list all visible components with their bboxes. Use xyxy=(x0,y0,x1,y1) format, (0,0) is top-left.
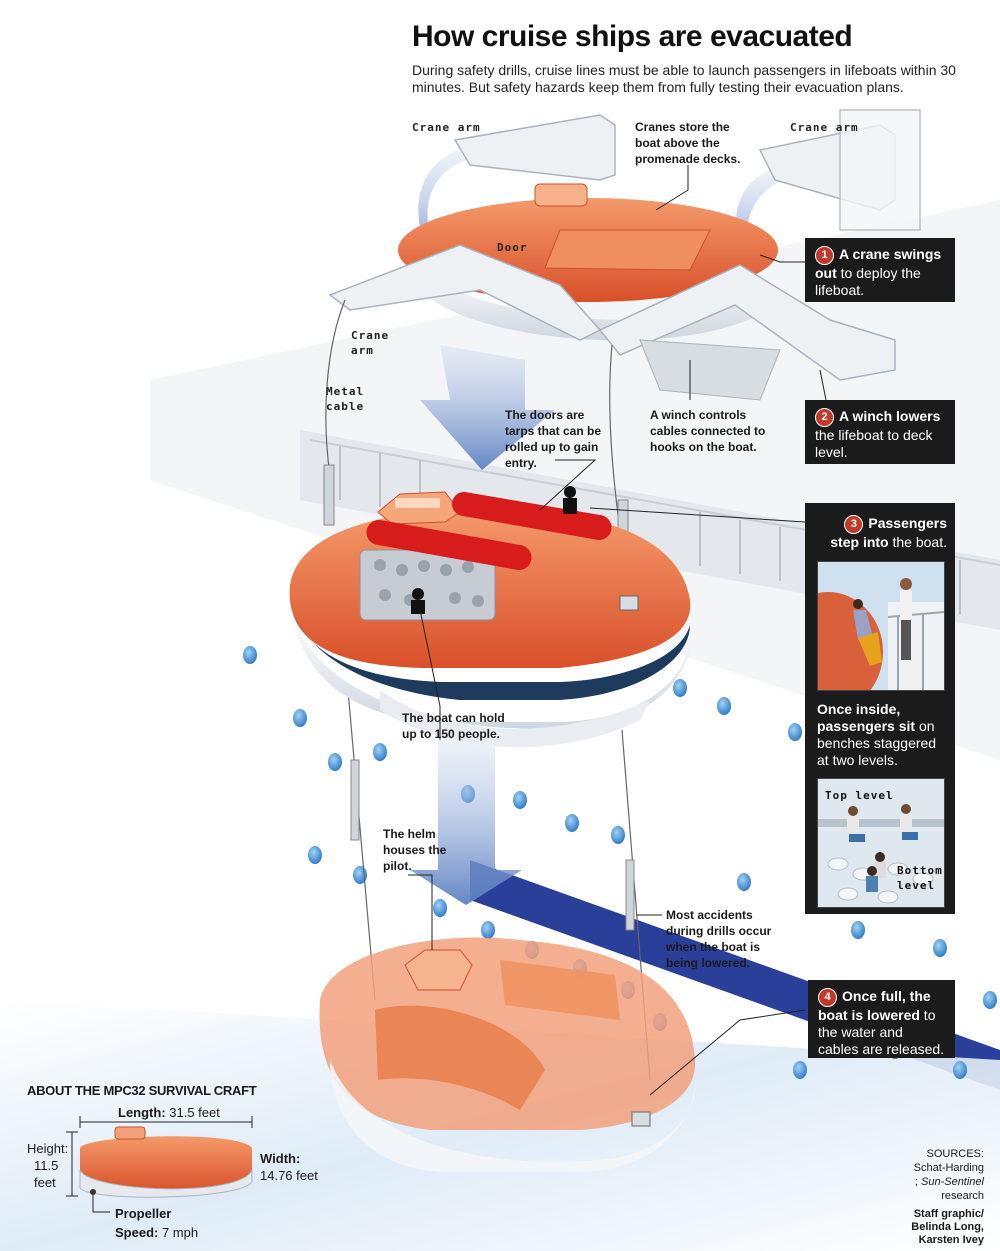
height-label: Height: xyxy=(27,1141,69,1156)
credit-line2: Belinda Long, xyxy=(911,1221,984,1233)
sources-line2-italic: Sun-Sentinel xyxy=(921,1176,984,1188)
sources-line1: Schat-Harding xyxy=(913,1162,984,1174)
width-label: Width: xyxy=(260,1151,301,1166)
page-title: How cruise ships are evacuated xyxy=(412,20,853,53)
crane-arm-label-mid-1: Crane xyxy=(351,329,390,342)
speed-value: 7 mph xyxy=(158,1225,199,1240)
step-4-text: to the water and cables are released. xyxy=(818,1007,945,1057)
sources-line2-pre: ; xyxy=(914,1176,921,1188)
top-level-label: Top level xyxy=(825,789,894,802)
step-2-text: the lifeboat to deck level. xyxy=(815,427,933,460)
height-value-2: feet xyxy=(34,1175,56,1190)
inside-bold: Once inside, passengers sit xyxy=(817,701,916,734)
metal-cable-label-2: cable xyxy=(326,400,365,413)
crane-arm-label-left: Crane arm xyxy=(412,121,481,134)
credit-line1: Staff graphic/ xyxy=(913,1208,984,1220)
speed-spec: Speed: 7 mph xyxy=(115,1224,198,1241)
sources-line2: ; Sun-Sentinel xyxy=(914,1175,984,1189)
bottom-level-label-1: Bottom xyxy=(897,864,943,877)
winch-controls-label: A winch controls cables connected to hoo… xyxy=(650,408,766,454)
step-3-number: 3 xyxy=(844,515,864,534)
boat-capacity-label: The boat can hold up to 150 people. xyxy=(402,711,505,741)
speed-label: Speed: xyxy=(115,1225,159,1240)
height-value-1: 11.5 xyxy=(34,1158,59,1173)
crane-arm-label-right: Crane arm xyxy=(790,121,859,134)
inside-rest: on benches staggered at two levels. xyxy=(817,718,937,768)
accidents-label: Most accidents during drills occur when … xyxy=(666,908,772,970)
step-2-bold: A winch lowers xyxy=(839,408,941,424)
metal-cable-label-1: Metal xyxy=(326,385,365,398)
length-label: Length: xyxy=(118,1105,166,1120)
step-4-number: 4 xyxy=(818,988,837,1007)
propeller-label: Propeller xyxy=(115,1206,172,1221)
sources-heading: SOURCES: xyxy=(926,1148,984,1160)
step-2-callout: 2 A winch lowers the lifeboat to deck lev… xyxy=(805,400,955,464)
page-subtitle: During safety drills, cruise lines must … xyxy=(412,62,956,95)
doors-tarps-label: The doors are tarps that can be rolled u… xyxy=(505,408,602,470)
step-4-bold: Once full, the boat is lowered xyxy=(818,988,931,1023)
credit-line3: Karsten Ivey xyxy=(918,1234,984,1246)
step-2-number: 2 xyxy=(815,408,834,427)
boarding-photo xyxy=(817,561,945,691)
about-heading: ABOUT THE MPC32 SURVIVAL CRAFT xyxy=(27,1083,257,1098)
length-value: 31.5 feet xyxy=(165,1105,220,1120)
crane-arm-label-mid-2: arm xyxy=(351,344,374,357)
helm-label: The helm houses the pilot. xyxy=(383,827,447,873)
sources: SOURCES: Schat-Harding ; Sun-Sentinel re… xyxy=(914,1147,984,1203)
step-3-text: the boat. xyxy=(888,534,947,550)
cranes-store-label: Cranes store the boat above the promenad… xyxy=(635,120,741,166)
step-1-text: to deploy the lifeboat. xyxy=(815,265,921,298)
credit: Staff graphic/ Belinda Long, Karsten Ive… xyxy=(911,1208,984,1247)
width-value: 14.76 feet xyxy=(260,1168,318,1183)
sources-line3: research xyxy=(941,1190,984,1202)
step-1-number: 1 xyxy=(815,246,834,265)
inside-text: Once inside, passengers sit on benches s… xyxy=(817,701,949,769)
length-spec: Length: 31.5 feet xyxy=(118,1104,220,1121)
step-1-bold: A crane swings out xyxy=(815,246,942,281)
door-label: Door xyxy=(497,241,528,254)
benches-photo xyxy=(817,778,945,908)
bottom-level-label-2: level xyxy=(897,879,936,892)
step-3-bold: Passengers step into xyxy=(830,515,947,550)
